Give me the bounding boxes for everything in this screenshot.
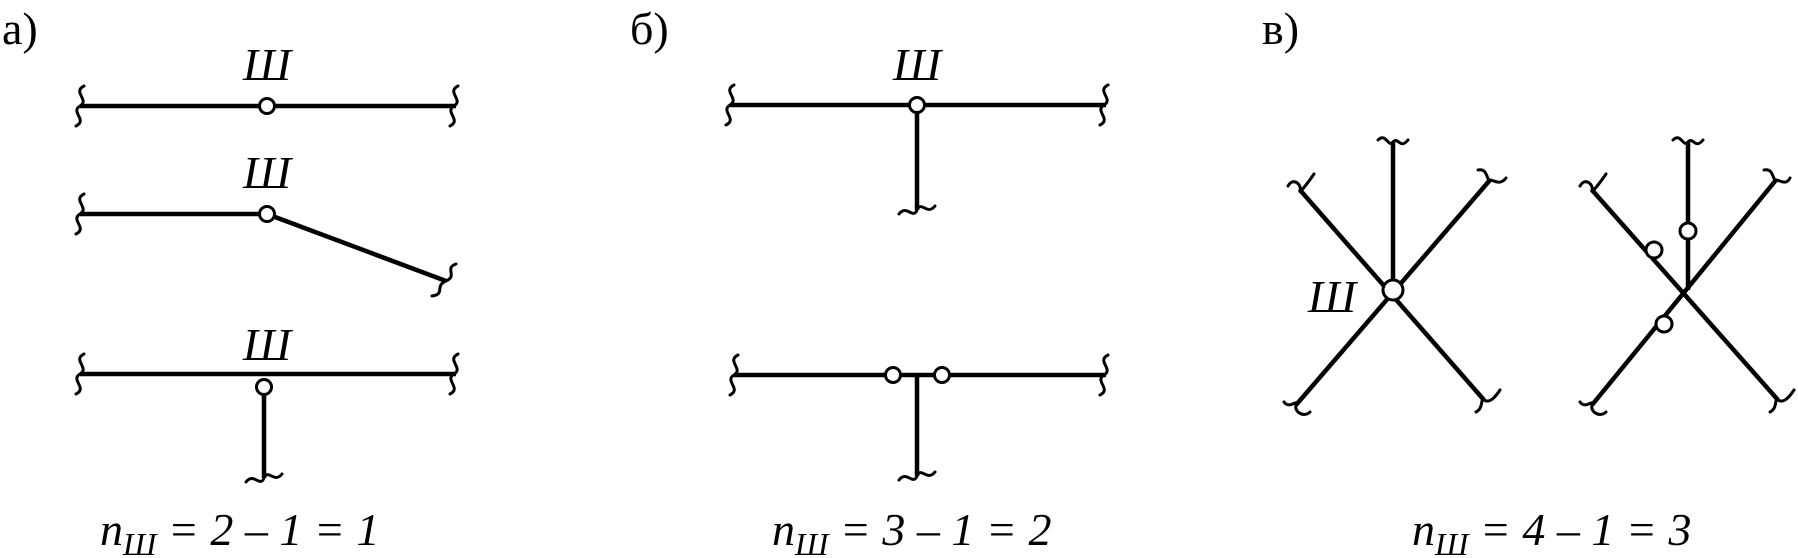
break-mark — [1376, 136, 1410, 146]
break-mark — [1671, 136, 1705, 146]
panel-a-diagram-1: Ш — [74, 39, 460, 128]
break-mark — [1476, 168, 1508, 184]
hinge — [884, 366, 902, 384]
panel-a-diagram-3: Ш — [74, 319, 460, 484]
hinge — [933, 366, 951, 384]
hinge-label: Ш — [242, 39, 294, 90]
break-mark — [1578, 172, 1608, 193]
break-mark — [74, 84, 86, 128]
hinge — [1654, 314, 1674, 334]
panel-a-diagram-2: Ш — [74, 147, 458, 298]
hinge — [908, 96, 926, 114]
break-mark — [1474, 388, 1502, 414]
break-mark — [244, 472, 284, 484]
panel-c-diagram-2 — [1578, 136, 1796, 416]
break-mark — [897, 470, 937, 482]
hinge — [1381, 278, 1405, 302]
diagonal-bar — [1590, 178, 1778, 407]
break-mark — [1762, 168, 1792, 184]
panel-b: б) Ш nШ = 3 – 1 = 2 — [630, 3, 1110, 558]
hinge — [258, 205, 276, 223]
panel-c-formula: nШ = 4 – 1 = 3 — [1412, 504, 1691, 558]
break-mark — [1282, 400, 1312, 416]
break-mark — [1286, 172, 1316, 193]
panel-b-diagram-2 — [728, 353, 1110, 482]
break-mark — [448, 352, 460, 396]
panel-a: а) Ш Ш Ш nШ = 2 – 1 = 1 — [2, 3, 460, 558]
hinge — [258, 97, 276, 115]
panel-c: в) Ш nШ = 4 – 1 = — [1262, 3, 1796, 558]
break-mark — [430, 262, 458, 298]
break-mark — [74, 192, 86, 236]
panel-b-formula: nШ = 3 – 1 = 2 — [772, 504, 1051, 558]
panel-a-formula: nШ = 2 – 1 = 1 — [100, 504, 379, 558]
break-mark — [448, 84, 460, 128]
break-mark — [1578, 400, 1608, 416]
break-mark — [728, 353, 740, 397]
break-mark — [1098, 353, 1110, 397]
panel-b-label: б) — [630, 3, 669, 54]
panel-b-diagram-1: Ш — [724, 39, 1110, 216]
break-mark — [74, 352, 86, 396]
hinge-label: Ш — [242, 319, 294, 370]
hinge-label: Ш — [242, 147, 294, 198]
hinge — [1644, 240, 1664, 260]
break-mark — [724, 83, 736, 127]
break-mark — [1098, 83, 1110, 127]
panel-c-diagram-1: Ш — [1282, 136, 1508, 416]
hinge-label: Ш — [892, 39, 944, 90]
panel-a-label: а) — [2, 3, 38, 54]
hinge — [1678, 221, 1698, 241]
panel-c-label: в) — [1262, 3, 1299, 54]
hinge — [255, 378, 273, 396]
break-mark — [897, 204, 937, 216]
inclined-bar — [266, 211, 447, 284]
hinge-label: Ш — [1307, 271, 1359, 322]
diagonal-bar — [1590, 188, 1780, 402]
break-mark — [1768, 388, 1796, 414]
